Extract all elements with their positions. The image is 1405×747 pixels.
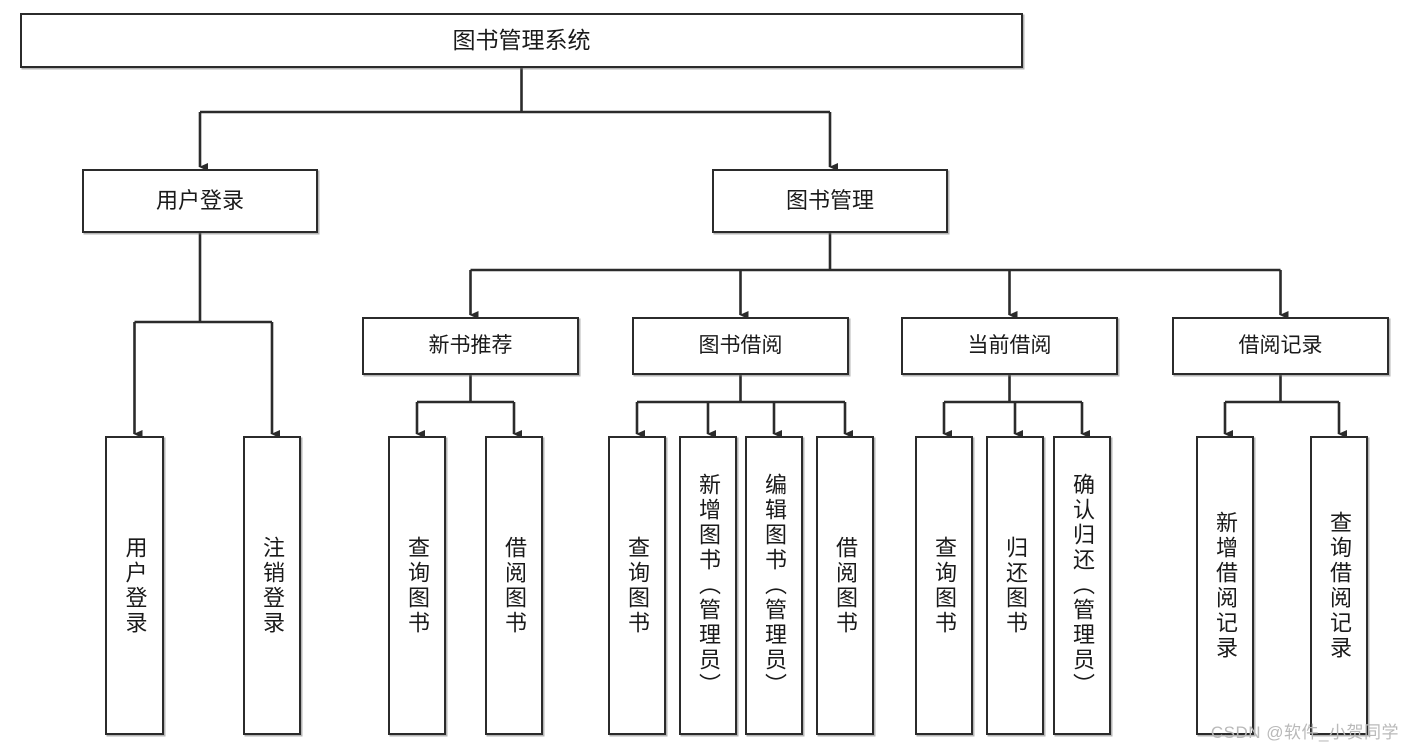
- node-leaf-9[interactable]: 查询图书: [915, 436, 973, 735]
- node-label: 查询借阅记录: [1327, 510, 1352, 661]
- node-label: 编辑图书（管理员）: [762, 473, 787, 698]
- node-label: 新增图书（管理员）: [696, 473, 721, 698]
- node-label: 查询图书: [405, 535, 430, 636]
- node-book-manage[interactable]: 图书管理: [712, 169, 948, 233]
- node-borrow-rec[interactable]: 借阅记录: [1172, 317, 1389, 375]
- node-leaf-13[interactable]: 查询借阅记录: [1310, 436, 1368, 735]
- node-leaf-8[interactable]: 借阅图书: [816, 436, 874, 735]
- node-leaf-3[interactable]: 查询图书: [388, 436, 446, 735]
- node-label: 借阅图书: [502, 535, 527, 636]
- node-cur-borrow[interactable]: 当前借阅: [901, 317, 1118, 375]
- node-label: 注销登录: [260, 535, 285, 636]
- node-label: 用户登录: [122, 535, 148, 636]
- node-leaf-4[interactable]: 借阅图书: [485, 436, 543, 735]
- node-book-borrow[interactable]: 图书借阅: [632, 317, 849, 375]
- node-label: 借阅记录: [1238, 333, 1323, 357]
- node-label: 借阅图书: [833, 535, 858, 636]
- node-leaf-1[interactable]: 用户登录: [105, 436, 164, 735]
- node-leaf-5[interactable]: 查询图书: [608, 436, 666, 735]
- node-leaf-2[interactable]: 注销登录: [243, 436, 301, 735]
- node-label: 归还图书: [1003, 535, 1028, 636]
- node-label: 图书管理: [785, 188, 874, 214]
- node-label: 查询图书: [932, 535, 957, 636]
- node-label: 用户登录: [155, 188, 244, 214]
- node-leaf-7[interactable]: 编辑图书（管理员）: [745, 436, 803, 735]
- csdn-watermark: CSDN @软件_小贺同学: [1210, 723, 1399, 742]
- node-label: 新书推荐: [428, 333, 513, 357]
- node-leaf-10[interactable]: 归还图书: [986, 436, 1044, 735]
- node-label: 图书管理系统: [452, 27, 591, 54]
- node-leaf-6[interactable]: 新增图书（管理员）: [679, 436, 737, 735]
- node-label: 当前借阅: [967, 333, 1052, 357]
- node-new-book-rec[interactable]: 新书推荐: [362, 317, 579, 375]
- node-label: 图书借阅: [698, 333, 783, 357]
- node-leaf-11[interactable]: 确认归还（管理员）: [1053, 436, 1111, 735]
- node-label: 确认归还（管理员）: [1070, 473, 1095, 698]
- node-root[interactable]: 图书管理系统: [20, 13, 1023, 68]
- node-label: 新增借阅记录: [1213, 510, 1238, 661]
- node-leaf-12[interactable]: 新增借阅记录: [1196, 436, 1254, 735]
- node-user-login[interactable]: 用户登录: [82, 169, 318, 233]
- node-label: 查询图书: [625, 535, 650, 636]
